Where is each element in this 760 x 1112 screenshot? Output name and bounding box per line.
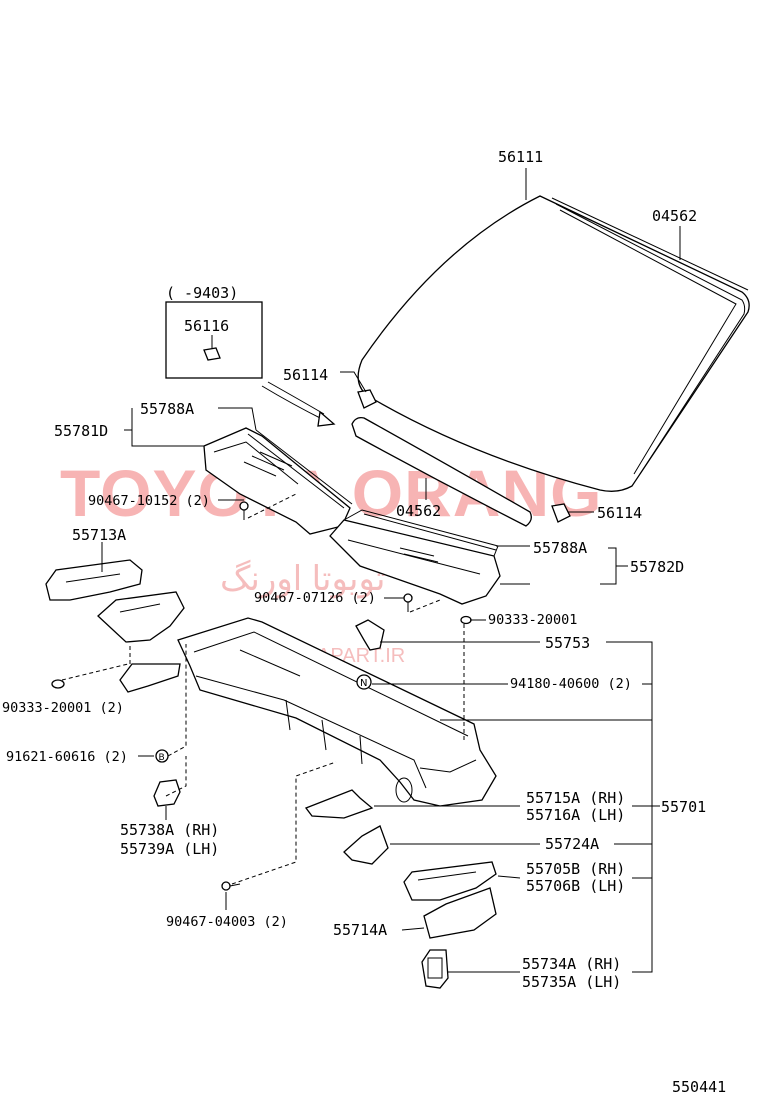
label-55739a: 55739A (LH) <box>120 840 219 858</box>
bracket-55738a <box>153 779 181 807</box>
cowl-side-bracket-lh <box>45 559 185 643</box>
bolt-90467-07126 <box>403 593 413 612</box>
n-marker: N <box>360 678 367 689</box>
clip-56114-upper <box>357 389 377 409</box>
b-marker: B <box>159 753 165 763</box>
label-90467-04003: 90467-04003 (2) <box>166 914 288 930</box>
bolt-90467-04003 <box>221 881 241 891</box>
label-55701: 55701 <box>661 798 706 816</box>
label-04562-upper: 04562 <box>652 207 697 225</box>
label-55734a: 55734A (RH) <box>522 955 621 973</box>
label-55713a: 55713A <box>72 526 126 544</box>
clip-56114-lower <box>551 503 571 523</box>
windshield-glass <box>357 195 750 492</box>
bracket-55705b <box>403 861 497 901</box>
label-94180-40600: 94180-40600 (2) <box>510 676 632 692</box>
leader-lines <box>61 168 681 973</box>
bracket-55734a <box>421 949 449 989</box>
label-55753: 55753 <box>545 634 590 652</box>
bracket-55724a <box>343 825 389 865</box>
label-55788a-lower: 55788A <box>533 539 587 557</box>
label-56111: 56111 <box>498 148 543 166</box>
grommet-90333-20001-left <box>51 679 65 689</box>
nut-94180-40600: N <box>356 674 372 690</box>
label-55735a: 55735A (LH) <box>522 973 621 991</box>
cowl-top-rh <box>329 509 501 605</box>
watermark-persian: تویوتا اورنگ <box>220 559 386 599</box>
label-56114-lower: 56114 <box>597 504 642 522</box>
grommet-90333-20001-right <box>460 615 472 625</box>
bracket-55715a <box>304 789 374 819</box>
bracket-55753 <box>355 619 385 651</box>
label-56114-upper: 56114 <box>283 366 328 384</box>
part-labels: 56111 04562 56114 55788A 55781D 04562 56… <box>2 148 726 1096</box>
label-90467-10152: 90467-10152 (2) <box>88 493 210 509</box>
label-55782d: 55782D <box>630 558 684 576</box>
label-55705b: 55705B (RH) <box>526 860 625 878</box>
nut-91621-60616: B <box>155 749 169 763</box>
small-bracket-left <box>119 663 181 693</box>
label-55714a: 55714A <box>333 921 387 939</box>
label-55738a: 55738A (RH) <box>120 821 219 839</box>
label-55781d: 55781D <box>54 422 108 440</box>
inset-box: ( -9403) 56116 <box>165 284 263 379</box>
bolt-90467-10152 <box>239 501 249 520</box>
figure-number: 550441 <box>672 1078 726 1096</box>
label-90333-20001-left: 90333-20001 (2) <box>2 700 124 716</box>
lower-moulding <box>351 416 532 527</box>
inset-part-label: 56116 <box>184 317 229 335</box>
label-91621-60616: 91621-60616 (2) <box>6 749 128 765</box>
label-55788a-upper: 55788A <box>140 400 194 418</box>
label-90333-20001-right: 90333-20001 <box>488 612 577 628</box>
label-55724a: 55724A <box>545 835 599 853</box>
label-55716a: 55716A (LH) <box>526 806 625 824</box>
label-90467-07126: 90467-07126 (2) <box>254 590 376 606</box>
label-04562-lower: 04562 <box>396 502 441 520</box>
inset-range-label: ( -9403) <box>166 284 238 302</box>
cowl-top-lh <box>203 427 353 535</box>
label-55706b: 55706B (LH) <box>526 877 625 895</box>
bracket-55714a <box>423 887 497 939</box>
label-55715a: 55715A (RH) <box>526 789 625 807</box>
